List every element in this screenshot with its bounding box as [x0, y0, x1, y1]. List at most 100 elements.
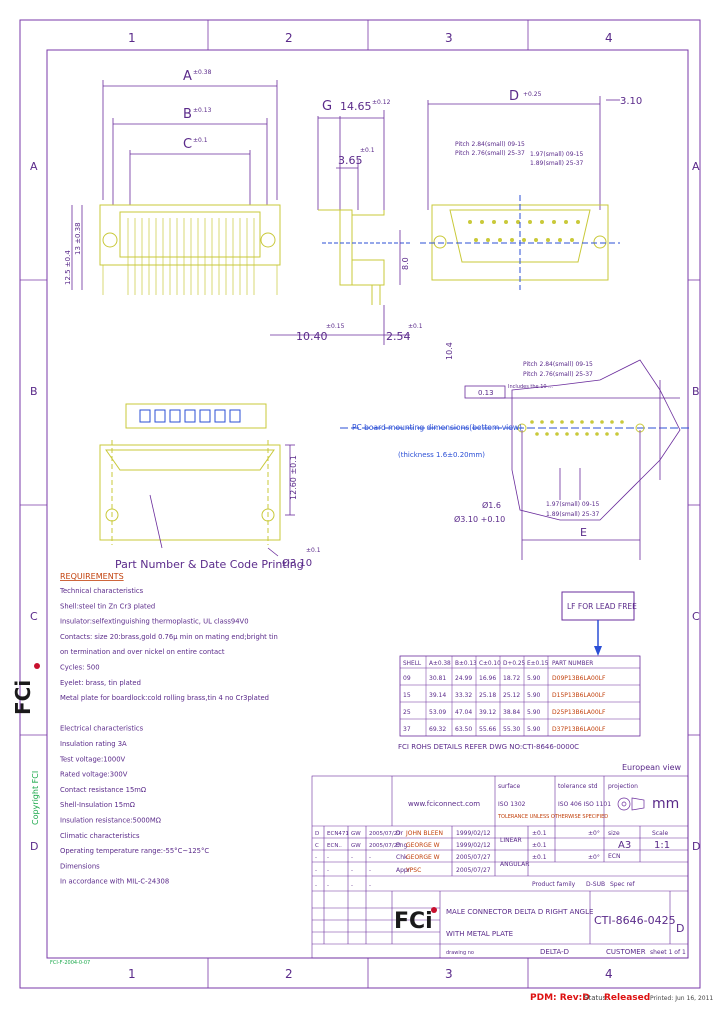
linear-1: ±0.1	[532, 830, 547, 837]
sheet-label: sheet 1 of 1	[650, 949, 686, 956]
appr-name: YPSC	[405, 867, 421, 874]
table-cell: 5.90	[527, 692, 541, 699]
revision-cell: -	[315, 883, 317, 889]
requirement-line: Dimensions	[60, 862, 100, 870]
chk-name: GEORGE W	[406, 854, 440, 861]
dim-c-tol: ±0.1	[193, 137, 208, 144]
parts-table	[399, 655, 641, 737]
dim-a-label: A	[183, 69, 192, 84]
angular-label: ANGULAR	[500, 861, 529, 868]
product-family-value: D-SUB	[586, 881, 605, 888]
requirements-title: REQUIREMENTS	[60, 572, 124, 581]
tol-box	[464, 385, 506, 399]
eng-label: Eng	[396, 842, 408, 849]
revision-cell: -	[351, 868, 353, 874]
row-label-c: C	[30, 610, 38, 623]
table-cell: 55.66	[479, 726, 496, 733]
projection-block-label: projection	[608, 783, 638, 790]
table-cell: 30.81	[429, 675, 446, 682]
surface-std: ISO 1302	[498, 801, 526, 808]
tolerance-std: ISO 406 ISO 1101	[558, 801, 611, 808]
revision-cell: 2005/07/27	[369, 831, 401, 837]
drawing-no-label: drawing no	[446, 950, 474, 956]
requirement-line: Technical characteristics	[59, 587, 144, 595]
table-cell: 39.12	[479, 709, 496, 716]
table-cell: 37	[403, 726, 411, 733]
surface-label: surface	[498, 783, 520, 790]
revision-letter: D	[676, 922, 684, 935]
pins-note: Includes the 10 ...	[508, 384, 553, 390]
revision-cell: ECN..	[327, 843, 342, 849]
dim-1040: 10.40	[296, 330, 328, 343]
status-label: Status:	[584, 994, 609, 1002]
revision-cell: 2005/07/27	[369, 843, 401, 849]
dim-b-tol: ±0.13	[193, 107, 212, 114]
table-header-cell: SHELL	[403, 661, 422, 667]
drawing-number: CTI-8646-0425	[594, 914, 676, 927]
title-line-1: MALE CONNECTOR DELTA D RIGHT ANGLE	[446, 908, 593, 916]
col-label-2-bottom: 2	[285, 967, 293, 981]
revision-cell: -	[327, 883, 329, 889]
table-cell: 09	[403, 675, 411, 682]
appr-date: 2005/07/27	[456, 867, 491, 874]
revision-cell: -	[369, 868, 371, 874]
appr-label: Appr	[396, 867, 411, 874]
projection-label: European view	[622, 763, 682, 772]
requirement-line: Contacts: size 20:brass,gold 0.76µ min o…	[60, 633, 278, 641]
requirement-line: Cycles: 500	[60, 664, 100, 672]
status-value: Released	[604, 993, 650, 1003]
pitch-b-1: Pitch 2.84(small) 09-15	[523, 361, 593, 368]
dim-254: 2.54	[386, 330, 411, 343]
revision-cell: -	[351, 883, 353, 889]
row-label-d-right: D	[692, 840, 700, 853]
linear-3: ±0.1	[532, 854, 547, 861]
tolerance-note: TOLERANCE UNLESS OTHERWISE SPECIFIED	[497, 814, 608, 820]
requirement-line: Shell-Insulation 15mΩ	[60, 801, 135, 809]
dim-e-label: E	[580, 526, 587, 539]
table-header-cell: B±0.13	[455, 661, 477, 667]
revision-cell: -	[327, 855, 329, 861]
fci-logo-block: FCi	[394, 907, 437, 934]
table-cell: 33.32	[455, 692, 472, 699]
dr-date: 1999/02/12	[456, 830, 491, 837]
table-cell: 25	[403, 709, 411, 716]
scale-label: Scale	[652, 830, 668, 837]
pcb-layout	[340, 359, 690, 560]
row-label-a-right: A	[692, 160, 700, 173]
table-cell: 69.32	[429, 726, 446, 733]
dim-left-2: 13 ±0.38	[74, 222, 82, 255]
svg-text:FCi: FCi	[11, 680, 35, 715]
dim-b-label: B	[183, 107, 192, 122]
scale-value: 1:1	[654, 840, 670, 851]
pitch-b-2: Pitch 2.76(small) 25-37	[523, 371, 593, 378]
requirement-line: Insulation resistance:5000MΩ	[60, 817, 161, 825]
pitch-c-2: 1.89(small) 25-37	[546, 511, 600, 518]
dim-254-tol: ±0.1	[408, 323, 423, 330]
revision-cell: GW	[351, 831, 361, 837]
chk-date: 2005/07/27	[456, 854, 491, 861]
front-view	[71, 80, 281, 295]
angular-2: ±0°	[588, 854, 600, 861]
table-cell: 38.84	[503, 709, 520, 716]
eng-name: GEORGE W	[406, 842, 440, 849]
requirement-line: Climatic characteristics	[60, 832, 140, 840]
revision-cell: -	[369, 883, 371, 889]
hole-1: Ø1.6	[482, 500, 501, 510]
face-view	[420, 96, 620, 290]
requirement-line: Contact resistance 15mΩ	[60, 786, 146, 794]
dim-013: 0.13	[478, 389, 494, 397]
size-value: A3	[618, 840, 631, 851]
dim-a-tol: ±0.38	[193, 69, 212, 76]
col-label-1-bottom: 1	[128, 967, 136, 981]
dim-g-label: G	[322, 99, 332, 114]
col-label-4-bottom: 4	[605, 967, 613, 981]
title-block	[311, 775, 689, 959]
requirement-line: Operating temperature range:-55°C~125°C	[60, 847, 209, 855]
requirement-line: Eyelet: brass, tin plated	[60, 679, 141, 687]
row-label-d: D	[30, 840, 38, 853]
requirement-line: Shell:steel tin Zn Cr3 plated	[60, 602, 155, 610]
table-header-cell: D+0.25	[503, 661, 526, 667]
table-cell: 5.90	[527, 675, 541, 682]
